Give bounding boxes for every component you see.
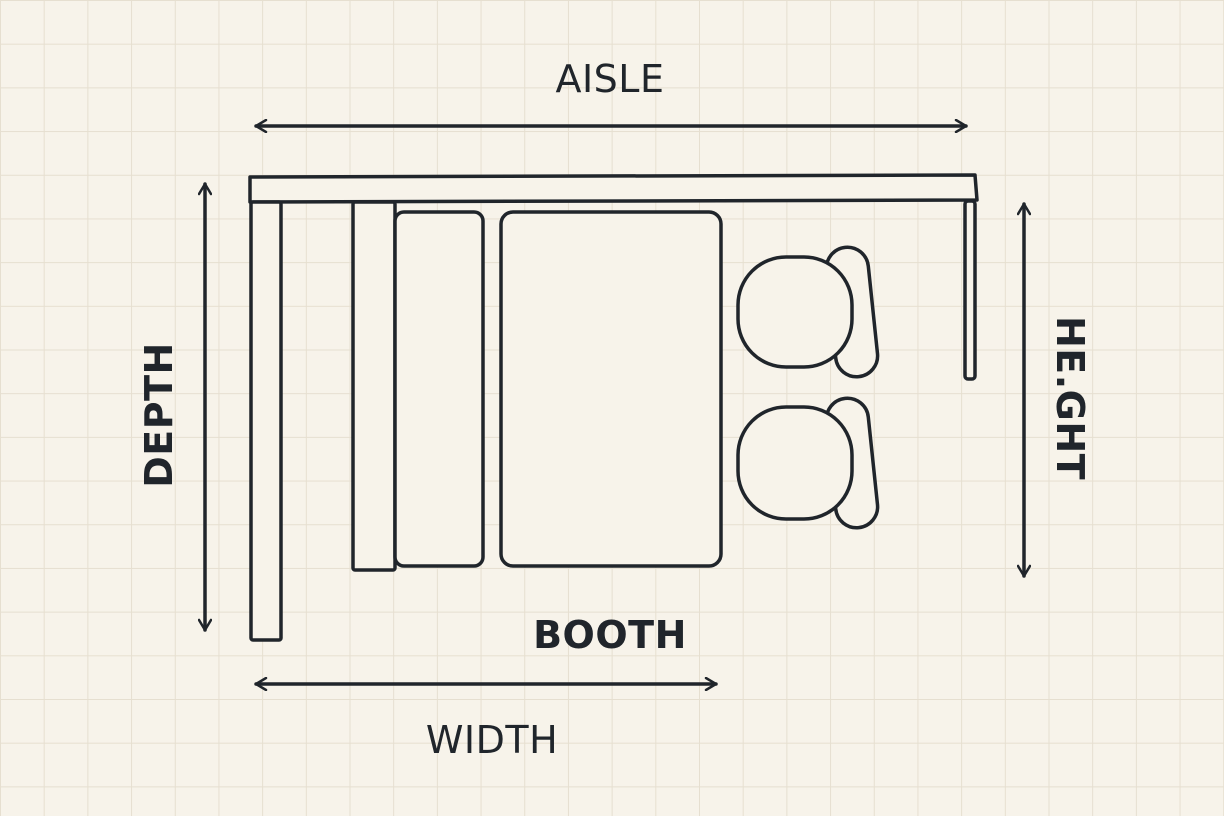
chair-2-seat xyxy=(736,405,854,521)
booth-bench-seat xyxy=(393,210,485,568)
aisle-label: AISLE xyxy=(555,57,664,101)
height-label: HE.GHT xyxy=(1048,316,1092,480)
booth-bench-back xyxy=(351,200,397,572)
table xyxy=(499,210,723,568)
booth-label: BOOTH xyxy=(533,613,687,657)
top-wall xyxy=(248,173,979,204)
right-partition xyxy=(963,199,977,381)
left-wall xyxy=(249,200,283,642)
depth-label: DEPTH xyxy=(137,342,181,488)
chair-1-seat xyxy=(736,255,854,369)
width-label: WIDTH xyxy=(426,718,558,762)
